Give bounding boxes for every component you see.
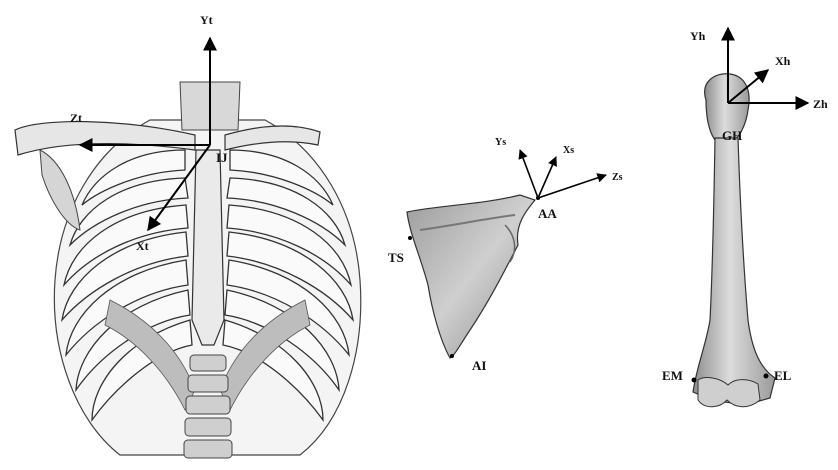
landmark-ai-label: AI xyxy=(472,358,486,373)
scapula-axes xyxy=(520,150,606,198)
landmark-aa-point xyxy=(536,196,540,200)
spine xyxy=(184,355,232,458)
scapula-y-axis xyxy=(520,150,538,198)
scapula-body xyxy=(407,195,535,358)
landmark-ai-point xyxy=(450,354,454,358)
scapula-z-axis-label: Zs xyxy=(612,172,623,183)
landmark-gh-label: GH xyxy=(722,128,742,143)
landmark-el-label: EL xyxy=(774,368,792,383)
left-shoulder-blade xyxy=(40,150,80,230)
sternum xyxy=(192,150,224,345)
scapula-z-axis xyxy=(538,175,606,198)
landmark-aa-label: AA xyxy=(538,206,557,221)
landmark-ij-label: IJ xyxy=(216,150,228,165)
humerus-x-axis-label: Xh xyxy=(775,54,791,68)
landmark-ts-label: TS xyxy=(388,250,404,265)
thorax-y-axis-label: Yt xyxy=(200,13,213,27)
scapula xyxy=(407,195,535,358)
landmark-el-point xyxy=(764,374,769,379)
scapula-y-axis-label: Ys xyxy=(495,137,506,148)
humerus-z-axis-label: Zh xyxy=(813,97,828,111)
scapula-x-axis xyxy=(538,157,556,198)
scapula-x-axis-label: Xs xyxy=(563,145,574,156)
thorax-z-axis-label: Zt xyxy=(70,111,82,125)
landmark-em-point xyxy=(692,378,697,383)
thorax-x-axis-label: Xt xyxy=(136,239,149,253)
humerus xyxy=(693,74,775,407)
thorax-ribcage xyxy=(15,82,361,458)
humerus-shaft xyxy=(693,138,775,405)
landmark-em-label: EM xyxy=(662,368,683,383)
landmark-ts-point xyxy=(408,236,412,240)
humerus-y-axis-label: Yh xyxy=(690,29,706,43)
